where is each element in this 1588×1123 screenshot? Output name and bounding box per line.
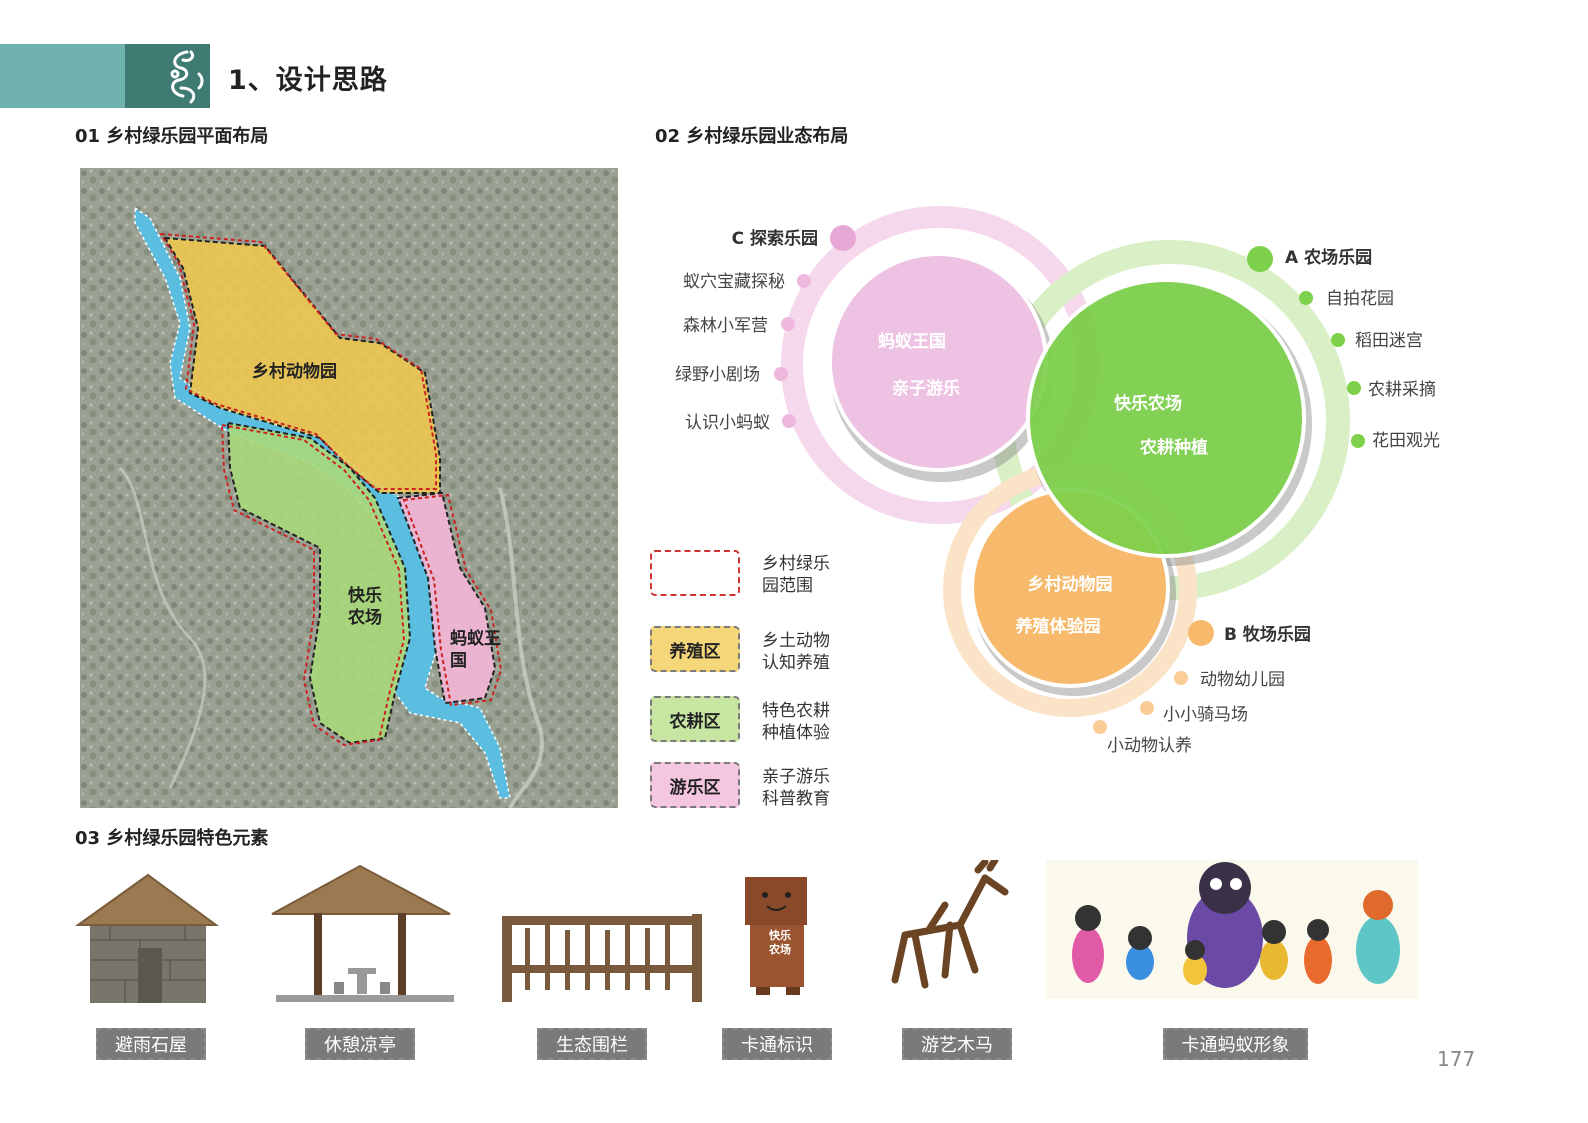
- b-group-title: B 牧场乐园: [1224, 624, 1311, 645]
- section-title-plan: 01 乡村绿乐园平面布局: [75, 126, 269, 147]
- legend-desc-farming: 特色农耕种植体验: [762, 701, 830, 743]
- caption-wooden-horse: 游艺木马: [902, 1028, 1012, 1060]
- legend-box-boundary: [650, 550, 740, 596]
- river: [134, 206, 511, 799]
- map-label-ant-1: 蚂蚁王: [450, 628, 501, 649]
- zone-ant-kingdom: [396, 491, 497, 705]
- cartoon-ants-image: [1046, 860, 1418, 999]
- wooden-horse-image: [891, 860, 1009, 989]
- c-item-4: 认识小蚂蚁: [685, 413, 770, 433]
- sign-text-1: 快乐: [768, 928, 791, 942]
- circle-label-ant-1: 蚂蚁王国: [878, 331, 946, 352]
- map-label-farm-1: 快乐: [348, 585, 382, 606]
- circle-label-farm-2: 农耕种植: [1139, 437, 1208, 458]
- feature-elements-illustrations: 快乐 农场: [75, 860, 1418, 1003]
- dot-b-main: [1188, 620, 1214, 646]
- c-group-title: C 探索乐园: [732, 228, 818, 249]
- dot-a-main: [1247, 246, 1273, 272]
- circle-label-zoo-1: 乡村动物园: [1028, 574, 1113, 595]
- caption-fence: 生态围栏: [537, 1028, 647, 1060]
- circle-label-ant-2: 亲子游乐: [892, 378, 960, 399]
- legend-box-farming: 农耕区: [650, 696, 740, 742]
- header-accent-bar: [0, 44, 125, 108]
- site-plan-map: 乡村动物园 快乐 农场 蚂蚁王 国: [80, 168, 618, 808]
- page-number: 177: [1437, 1047, 1476, 1071]
- b-item-1: 动物幼儿园: [1200, 670, 1285, 690]
- a-group-title: A 农场乐园: [1285, 247, 1372, 268]
- legend-desc-breeding: 乡土动物认知养殖: [762, 631, 830, 673]
- legend-box-breeding: 养殖区: [650, 626, 740, 672]
- c-item-1: 蚁穴宝藏探秘: [683, 272, 785, 292]
- caption-stone-house: 避雨石屋: [96, 1028, 206, 1060]
- circle-label-zoo-2: 养殖体验园: [1015, 616, 1101, 637]
- sign-text-2: 农场: [768, 942, 791, 956]
- circle-ant-kingdom: [828, 252, 1048, 472]
- b-item-2: 小小骑马场: [1163, 705, 1248, 725]
- legend-desc-boundary: 乡村绿乐园范围: [762, 554, 830, 596]
- caption-pavilion: 休憩凉亭: [305, 1028, 415, 1060]
- map-label-ant-2: 国: [450, 651, 467, 671]
- header-accent-bar-dark: [125, 44, 210, 108]
- c-item-2: 森林小军营: [683, 316, 768, 336]
- dot-c-main: [830, 225, 856, 251]
- pavilion-image: [271, 864, 454, 1002]
- circle-happy-farm: [1026, 278, 1306, 558]
- a-item-1: 自拍花园: [1326, 289, 1394, 309]
- business-layout-diagram: 蚂蚁王国 亲子游乐 快乐农场 农耕种植 乡村动物园 养殖体验园 C 探索乐园 蚁…: [675, 206, 1440, 756]
- ornament-icon: [170, 50, 204, 104]
- circle-label-farm-1: 快乐农场: [1114, 393, 1182, 414]
- stone-house-image: [75, 873, 220, 1003]
- page-title: 1、设计思路: [228, 65, 388, 96]
- caption-cartoon-sign: 卡通标识: [722, 1028, 832, 1060]
- zone-animal-park: [163, 236, 441, 494]
- zone-happy-farm: [226, 421, 412, 745]
- fence-image: [502, 914, 702, 1002]
- a-item-3: 农耕采摘: [1368, 380, 1436, 400]
- c-item-3: 绿野小剧场: [675, 365, 760, 385]
- section-title-business: 02 乡村绿乐园业态布局: [655, 126, 849, 147]
- b-item-3: 小动物认养: [1107, 736, 1192, 756]
- legend-box-play: 游乐区: [650, 762, 740, 808]
- a-item-4: 花田观光: [1372, 431, 1440, 451]
- caption-cartoon-ants: 卡通蚂蚁形象: [1163, 1028, 1308, 1060]
- map-label-animal: 乡村动物园: [252, 361, 337, 382]
- map-label-farm-2: 农场: [347, 607, 382, 628]
- legend-desc-play: 亲子游乐科普教育: [762, 767, 830, 809]
- section-title-elements: 03 乡村绿乐园特色元素: [75, 828, 269, 849]
- cartoon-sign-image: 快乐 农场: [745, 877, 807, 995]
- a-item-2: 稻田迷宫: [1355, 331, 1423, 351]
